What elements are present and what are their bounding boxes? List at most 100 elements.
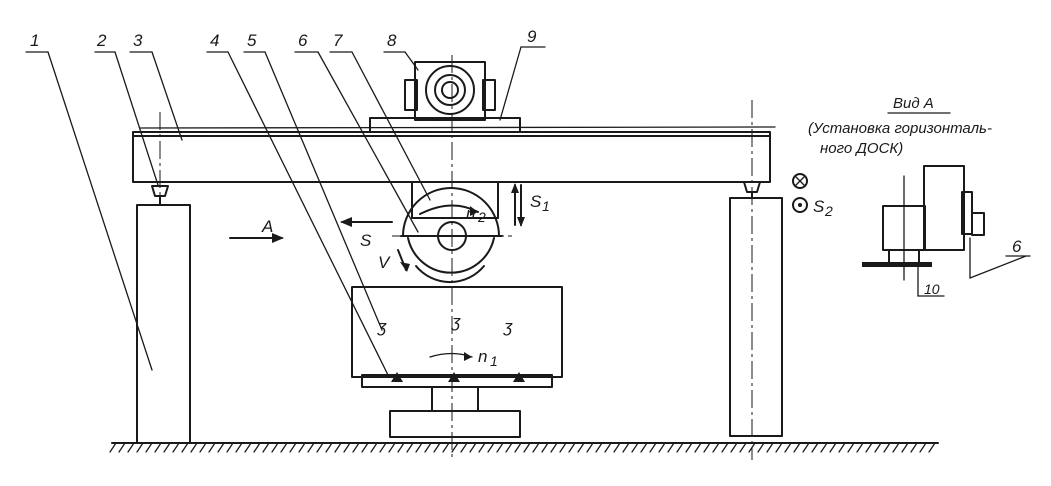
ground-hatch-line [478, 442, 486, 453]
ground-hatch-line [406, 442, 414, 453]
ground-hatch-line [829, 442, 837, 453]
ground-hatch-line [865, 442, 873, 453]
ground-hatch-line [127, 442, 135, 453]
ground-hatch-line [424, 442, 432, 453]
ground-hatch-line [892, 442, 900, 453]
ground-hatch-line [838, 442, 846, 453]
callout-7: 7 [333, 31, 343, 50]
feed-s-label: S [360, 231, 372, 250]
ground-hatch-line [145, 442, 153, 453]
ground-hatch-line [334, 442, 342, 453]
ground-hatch-line [631, 442, 639, 453]
rot-n1-sub: 1 [490, 353, 498, 369]
ground-hatch-line [919, 442, 927, 453]
ground-hatch-line [505, 442, 513, 453]
ground-hatch-line [307, 442, 315, 453]
ground-hatch-line [856, 442, 864, 453]
ground-hatch-line [397, 442, 405, 453]
rot-n2-sub: 2 [477, 209, 486, 225]
rot-n1-label: n [478, 347, 487, 366]
ground-hatch-line [667, 442, 675, 453]
view-a-detail [862, 112, 1031, 297]
ground [109, 442, 939, 453]
ground-hatch-line [685, 442, 693, 453]
callout-8: 8 [387, 31, 397, 50]
ground-hatch-line [496, 442, 504, 453]
ground-hatch-line [766, 442, 774, 453]
ground-hatch-line [586, 442, 594, 453]
ground-hatch-line [613, 442, 621, 453]
ground-hatch-line [730, 442, 738, 453]
view-arrow-label: A [261, 217, 273, 236]
ground-hatch-line [118, 442, 126, 453]
feed-s2-sub: 2 [824, 203, 833, 219]
ground-hatch-line [298, 442, 306, 453]
spindle-motor [369, 61, 521, 133]
feed-arrow-s [340, 217, 393, 227]
callout-3: 3 [133, 31, 143, 50]
ground-hatch-line [694, 442, 702, 453]
ground-hatch-line [775, 442, 783, 453]
ground-hatch-line [928, 442, 936, 453]
feed-s1-label: S [530, 192, 542, 211]
ground-hatch-line [361, 442, 369, 453]
ground-hatch-line [703, 442, 711, 453]
callout-9: 9 [527, 27, 537, 46]
ground-hatch-line [289, 442, 297, 453]
ground-hatch-line [523, 442, 531, 453]
feed-s1-sub: 1 [542, 198, 550, 214]
ground-hatch-line [811, 442, 819, 453]
ground-hatch-line [550, 442, 558, 453]
ground-hatch-line [316, 442, 324, 453]
feed-s2-label: S [813, 197, 825, 216]
ground-hatch-line [712, 442, 720, 453]
callout-2: 2 [96, 31, 107, 50]
ground-hatch-line [154, 442, 162, 453]
ground-hatch-line [739, 442, 747, 453]
ground-hatch-line [388, 442, 396, 453]
ground-hatch-line [748, 442, 756, 453]
ground-hatch-line [568, 442, 576, 453]
speed-v-label: V [378, 253, 391, 272]
ground-hatch-line [235, 442, 243, 453]
ground-hatch-line [514, 442, 522, 453]
ground-hatch-line [820, 442, 828, 453]
ground-hatch-line [163, 442, 171, 453]
ground-hatch-line [559, 442, 567, 453]
view-caption-line2: ного ДОСК) [820, 140, 903, 157]
left-column [136, 185, 191, 444]
ground-hatch-line [595, 442, 603, 453]
ground-hatch-line [136, 442, 144, 453]
ground-hatch-line [460, 442, 468, 453]
ground-hatch-line [442, 442, 450, 453]
ground-hatch-line [370, 442, 378, 453]
ground-hatch-line [469, 442, 477, 453]
ground-hatch-line [208, 442, 216, 453]
ground-hatch-line [793, 442, 801, 453]
stone-mark-2: ʒ [451, 312, 461, 331]
ground-hatch-line [217, 442, 225, 453]
stone-mark-3: ʒ [503, 317, 513, 336]
ground-hatch-line [784, 442, 792, 453]
ground-hatch-line [640, 442, 648, 453]
view-title: Вид А [893, 95, 934, 112]
ground-hatch-line [379, 442, 387, 453]
ground-hatch-line [262, 442, 270, 453]
ground-hatch-line [343, 442, 351, 453]
ground-hatch-line [874, 442, 882, 453]
ground-hatch-line [325, 442, 333, 453]
ground-hatch-line [622, 442, 630, 453]
right-column [729, 100, 783, 460]
callout-1: 1 [30, 31, 39, 50]
ground-hatch-line [901, 442, 909, 453]
ground-hatch-line [415, 442, 423, 453]
ground-hatch-line [271, 442, 279, 453]
cross-beam [132, 112, 776, 205]
feed-symbols-s2 [792, 173, 808, 213]
ground-hatch-line [190, 442, 198, 453]
ground-hatch-line [532, 442, 540, 453]
callout-10: 10 [924, 281, 940, 297]
feed-arrow-s1 [511, 183, 525, 227]
